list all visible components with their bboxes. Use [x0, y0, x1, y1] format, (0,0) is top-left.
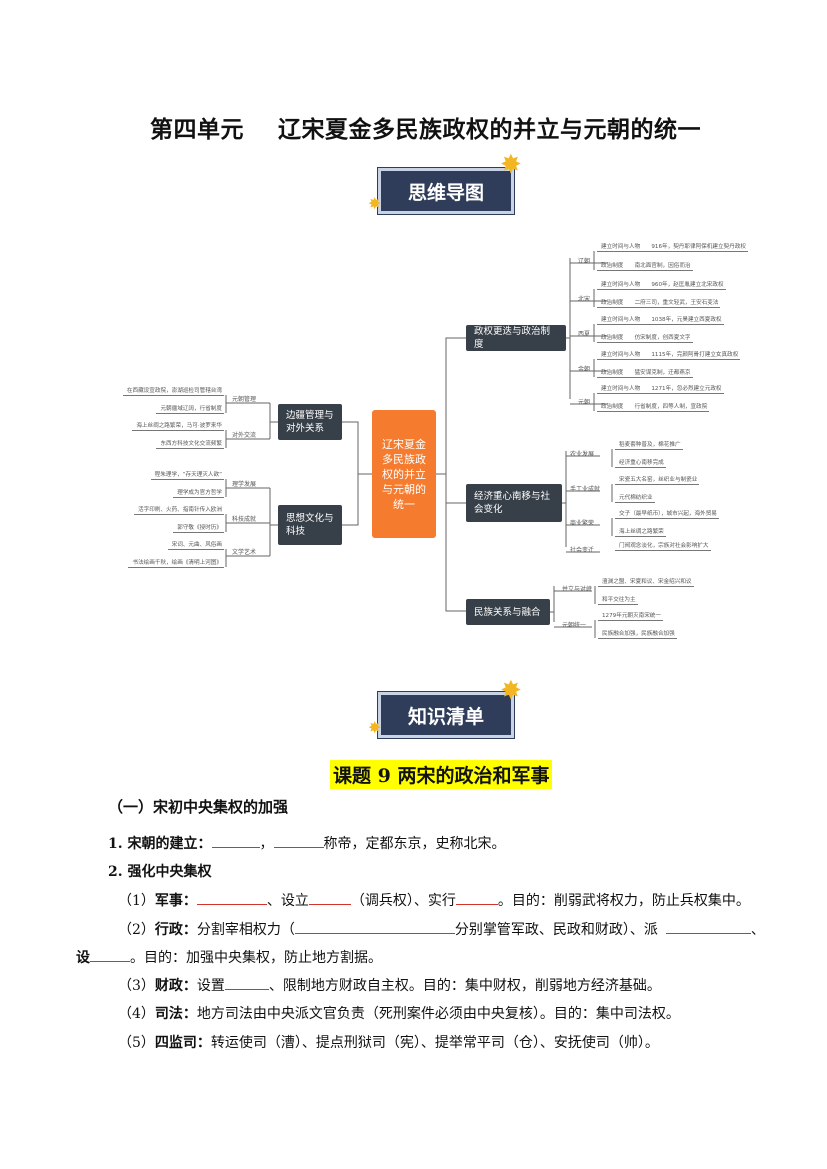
sub-branch-label: 对外交流 — [232, 432, 257, 439]
leaf-item: 活字印刷、火药、指南针传入欧洲 — [134, 505, 224, 515]
leaf-item: 元代棉纺织业 — [615, 493, 655, 503]
connector-line — [436, 473, 466, 612]
leaf-item: 郭守敬《授时历》 — [173, 523, 224, 533]
blank-field[interactable] — [196, 890, 267, 905]
branch-node: 政权更迭与政治制度 — [466, 325, 566, 351]
sub-branch-label: 北宋 — [578, 296, 591, 303]
connector-line — [342, 421, 372, 475]
connector-line — [342, 474, 359, 526]
mindmap-badge: 思维导图 — [378, 168, 514, 214]
blank-field[interactable] — [308, 890, 351, 905]
knowledge-badge: 知识清单 — [378, 692, 514, 738]
leaf-item: 政治制度 猛安谋克制，迁都燕京 — [597, 368, 693, 378]
sub-branch-label: 手工业成就 — [570, 486, 601, 493]
section-heading: （一）宋初中央集权的加强 — [108, 798, 289, 816]
leaf-item: 程朱理学，“存天理灭人欲” — [150, 470, 224, 480]
leaf-item: 理学成为官方哲学 — [173, 488, 224, 498]
leaf-item: 建立时间与人物 1038年，元昊建立西夏政权 — [597, 315, 724, 325]
blank-field[interactable] — [665, 919, 751, 934]
leaf-item: 经济重心南移完成 — [615, 458, 666, 468]
branch-node: 经济重心南移与社会变化 — [466, 484, 562, 522]
mindmap-connectors — [225, 251, 613, 638]
leaf-item: 建立时间与人物 916年，契丹耶律阿保机建立契丹政权 — [597, 242, 748, 252]
leaf-item: 海上丝绸之路繁荣，马可·波罗来华 — [132, 421, 224, 431]
line-3: （1）军事：、设立（调兵权）、实行。目的：削弱武将权力，防止兵权集中。 — [118, 890, 750, 910]
leaf-item: 元朝疆域辽阔，行省制度 — [156, 404, 224, 414]
leaf-item: 在西藏设宣政院，澎湖巡检司管辖台湾 — [122, 386, 224, 396]
sub-branch-label: 社会变迁 — [570, 547, 595, 554]
leaf-item: 建立时间与人物 960年，赵匡胤建立北宋政权 — [597, 280, 726, 290]
leaf-item: 1279年元朝灭南宋统一 — [598, 611, 663, 621]
line-6: （3）财政：设置、限制地方财政自主权。目的：集中财权，削弱地方经济基础。 — [118, 975, 661, 995]
star-icon: ✸ — [368, 718, 382, 737]
lesson-title: 课题 9 两宋的政治和军事 — [330, 760, 553, 789]
leaf-item: 政治制度 南北面官制，因俗而治 — [597, 261, 693, 271]
leaf-item: 政治制度 行省制度，四等人制，宣政院 — [597, 402, 710, 412]
unit-title: 第四单元 辽宋夏金多民族政权的并立与元朝的统一 — [150, 116, 702, 143]
leaf-item: 宋词、元曲、风俗画 — [167, 540, 224, 550]
leaf-item: 海上丝绸之路繁荣 — [615, 527, 666, 537]
blank-field[interactable] — [224, 975, 269, 990]
leaf-item: 政治制度 仿宋制度，创西夏文字 — [597, 333, 693, 343]
connector-line — [445, 337, 466, 474]
sub-branch-label: 元朝管理 — [232, 396, 257, 403]
mindmap-center-node: 辽宋夏金多民族政权的并立与元朝的统一 — [372, 410, 436, 538]
branch-node: 思想文化与科技 — [278, 505, 342, 545]
star-icon: ✸ — [500, 676, 522, 706]
blank-field[interactable] — [455, 890, 498, 905]
sub-branch-label: 文学艺术 — [232, 549, 257, 556]
sub-branch-label: 商业繁荣 — [570, 520, 595, 527]
leaf-item: 交子（最早纸币），城市兴起，海外贸易 — [615, 509, 719, 519]
blank-field[interactable] — [294, 919, 455, 934]
sub-branch-label: 西夏 — [578, 331, 591, 338]
sub-branch-label: 元朝统一 — [562, 622, 587, 629]
branch-node: 民族关系与融合 — [466, 599, 550, 625]
sub-branch-label: 理学发展 — [232, 481, 257, 488]
mindmap-badge-label: 思维导图 — [407, 181, 484, 204]
star-icon: ✸ — [368, 194, 382, 213]
star-icon: ✸ — [500, 150, 522, 180]
leaf-item: 澶渊之盟、宋夏和议、宋金绍兴和议 — [598, 577, 694, 587]
sub-branch-label: 科技成就 — [232, 516, 257, 523]
sub-branch-label: 元朝 — [578, 399, 591, 406]
branch-node: 边疆管理与对外关系 — [278, 404, 342, 440]
knowledge-badge-label: 知识清单 — [407, 705, 484, 728]
leaf-item: 政治制度 二府三司，重文轻武，王安石变法 — [597, 298, 721, 308]
line-2: 2. 强化中央集权 — [108, 864, 212, 880]
line-4: （2）行政：分割宰相权力（分别掌管军政、民政和财政）、派、 — [118, 919, 765, 939]
leaf-item: 宋瓷五大名窑，丝织业与制瓷业 — [615, 475, 700, 485]
sub-branch-label: 辽朝 — [578, 258, 591, 265]
label: 1. 宋朝的建立： — [108, 836, 212, 852]
sub-branch-label: 金朝 — [578, 366, 591, 373]
leaf-item: 门阀观念淡化，宗族对社会影响扩大 — [615, 541, 711, 551]
line-5: 设。目的：加强中央集权，防止地方割据。 — [76, 947, 382, 967]
blank-field[interactable] — [273, 833, 324, 848]
line-8: （5）四监司：转运使司（漕）、提点刑狱司（宪）、提举常平司（仓）、安抚使司（帅）… — [118, 1035, 659, 1051]
leaf-item: 和平交往为主 — [598, 595, 638, 605]
leaf-item: 稻麦套种普及，棉花推广 — [615, 440, 683, 450]
leaf-item: 东西方科技文化交流频繁 — [156, 439, 224, 449]
sub-branch-label: 并立与对峙 — [562, 586, 593, 593]
leaf-item: 建立时间与人物 1115年，完颜阿骨打建立女真政权 — [597, 350, 741, 360]
leaf-item: 民族融合加强，民族融合加强 — [598, 629, 677, 639]
line-7: （4）司法：地方司法由中央派文官负责（死刑案件必须由中央复核）。目的：集中司法权… — [118, 1006, 680, 1022]
leaf-item: 书法绘画千秋，绘画《清明上河图》 — [128, 558, 224, 568]
sub-branch-label: 农业发展 — [570, 451, 595, 458]
blank-field[interactable] — [211, 833, 260, 848]
blank-field[interactable] — [90, 947, 130, 962]
leaf-item: 建立时间与人物 1271年，忽必烈建立元政权 — [597, 384, 724, 394]
line-1: 1. 宋朝的建立：，称帝，定都东京，史称北宋。 — [108, 833, 506, 853]
